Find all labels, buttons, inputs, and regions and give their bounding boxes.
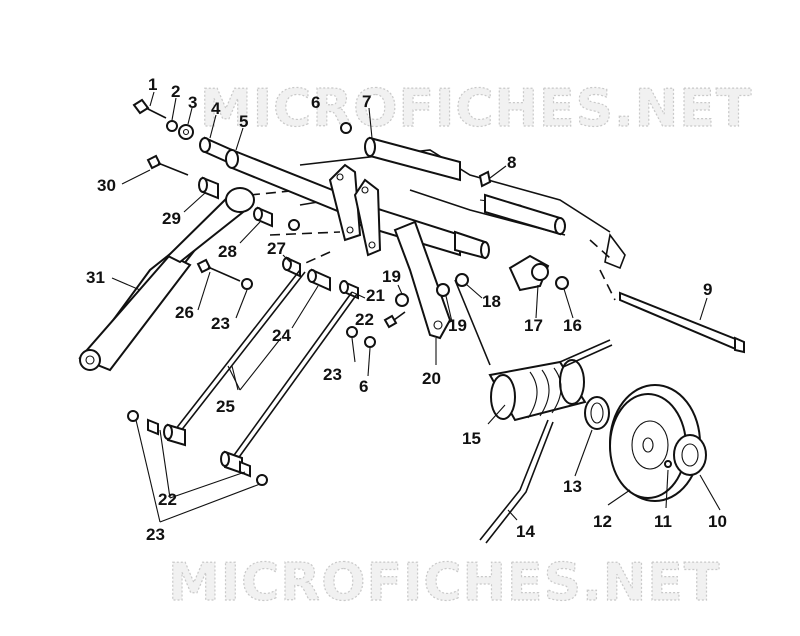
callout-24: 24 [272, 326, 291, 345]
callout-5: 5 [239, 112, 248, 131]
callout-14: 14 [516, 522, 535, 541]
callout-16: 16 [563, 316, 582, 335]
callout-labels: 1 2 3 4 5 6 7 8 30 29 28 27 31 26 23 24 … [86, 75, 727, 544]
idler-wheel [609, 384, 701, 502]
callout-22b: 22 [158, 490, 177, 509]
mounting-plates [328, 163, 382, 257]
callout-23c: 23 [146, 525, 165, 544]
callout-18: 18 [482, 292, 501, 311]
callout-19b: 19 [448, 316, 467, 335]
upper-right-shaft [364, 136, 566, 236]
spacer-washer [584, 396, 610, 430]
watermark-bottom: MICROFICHES.NET [168, 553, 720, 613]
callout-7: 7 [362, 92, 371, 111]
leader-lines [111, 91, 721, 523]
callout-25: 25 [216, 397, 235, 416]
callout-6: 6 [311, 93, 320, 112]
callout-19: 19 [382, 267, 401, 286]
wheel-bearing [664, 434, 707, 476]
scraper-arm [393, 220, 452, 340]
callout-11: 11 [654, 512, 672, 531]
callout-28: 28 [218, 242, 237, 261]
callout-10: 10 [708, 512, 727, 531]
callout-8: 8 [507, 153, 516, 172]
callout-2: 2 [171, 82, 180, 101]
leader-spring [454, 279, 491, 366]
hardware-top [132, 98, 569, 348]
callout-20: 20 [422, 369, 441, 388]
callout-31: 31 [86, 268, 105, 287]
upper-pivot-shaft [199, 136, 346, 216]
callout-13: 13 [563, 477, 582, 496]
callout-12: 12 [593, 512, 612, 531]
callout-3: 3 [188, 93, 197, 112]
callout-1: 1 [148, 75, 157, 94]
callout-26: 26 [175, 303, 194, 322]
callout-23b: 23 [323, 365, 342, 384]
callout-6b: 6 [359, 377, 368, 396]
callout-29: 29 [162, 209, 181, 228]
callout-9: 9 [703, 280, 712, 299]
callout-22: 22 [355, 310, 374, 329]
callout-27: 27 [267, 239, 286, 258]
callout-17: 17 [524, 316, 543, 335]
callout-23: 23 [211, 314, 230, 333]
watermark-top: MICROFICHES.NET [200, 79, 752, 139]
callout-15: 15 [462, 429, 481, 448]
shock-absorber [78, 187, 255, 372]
long-bolt [619, 291, 745, 354]
torsion-spring [479, 339, 613, 544]
callout-21: 21 [366, 286, 385, 305]
tie-rods [127, 269, 358, 486]
callout-30: 30 [97, 176, 116, 195]
callout-4: 4 [211, 99, 221, 118]
